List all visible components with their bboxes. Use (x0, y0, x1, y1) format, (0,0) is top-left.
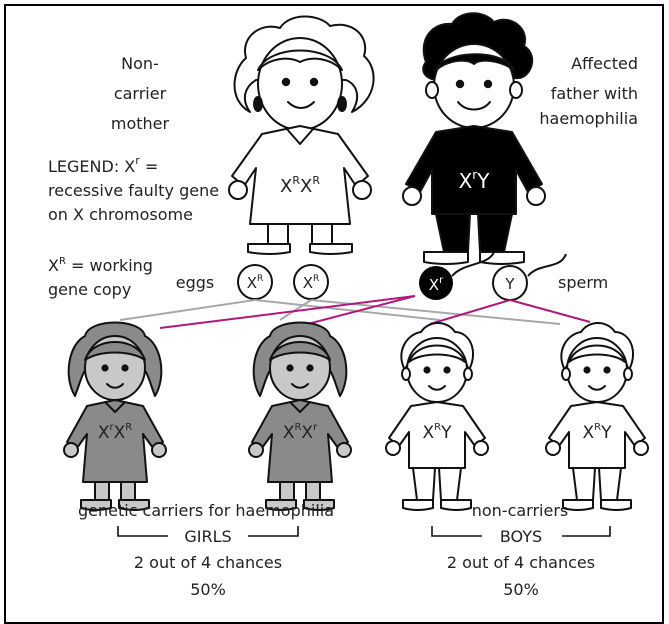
father-figure (403, 13, 545, 264)
sperm-label: sperm (558, 273, 608, 292)
boys-group: BOYS (500, 527, 542, 546)
girls-summary: genetic carriers for haemophilia GIRLS 2… (78, 501, 334, 599)
boys-summary: non-carriers BOYS 2 out of 4 chances 50% (432, 501, 610, 599)
child-boy-2: XRY (546, 323, 648, 510)
girls-group: GIRLS (184, 527, 231, 546)
mother-label-line-2: carrier (114, 84, 167, 103)
mother-figure (229, 17, 374, 255)
eggs-label: eggs (176, 273, 215, 292)
girls-chances: 2 out of 4 chances (134, 553, 282, 572)
child-boy-1: XRY (386, 323, 488, 510)
father-label-line-1: Affected (571, 54, 638, 73)
mother-label: Non- carrier mother (111, 54, 170, 133)
mother-label-line-3: mother (111, 114, 170, 133)
legend-title-text: LEGEND: X (48, 157, 135, 176)
girls-percent: 50% (190, 580, 226, 599)
boys-chances: 2 out of 4 chances (447, 553, 595, 572)
egg-2: XR (294, 265, 328, 299)
legend-line-3: on X chromosome (48, 205, 193, 224)
boys-percent: 50% (503, 580, 539, 599)
egg-1: XR (238, 265, 272, 299)
father-label-line-3: haemophilia (539, 109, 638, 128)
child-girl-2-genotype: XRXr (283, 422, 318, 443)
paternal-line-4 (510, 300, 590, 322)
mother-label-line-1: Non- (121, 54, 159, 73)
svg-text:Y: Y (504, 275, 515, 293)
father-label: Affected father with haemophilia (539, 54, 638, 128)
girls-caption: genetic carriers for haemophilia (78, 501, 334, 520)
legend-working-line-1: XR = working (48, 256, 153, 275)
child-girl-1: XrXR (64, 323, 166, 511)
maternal-line-1 (120, 300, 255, 320)
legend-working-line-2: gene copy (48, 280, 131, 299)
legend-line-1: LEGEND: Xr = (48, 154, 158, 176)
cross-lines (120, 296, 590, 328)
father-label-line-2: father with (551, 84, 638, 103)
child-girl-2: XRXr (249, 323, 351, 511)
boys-caption: non-carriers (472, 501, 569, 520)
legend-line-2: recessive faulty gene (48, 181, 219, 200)
